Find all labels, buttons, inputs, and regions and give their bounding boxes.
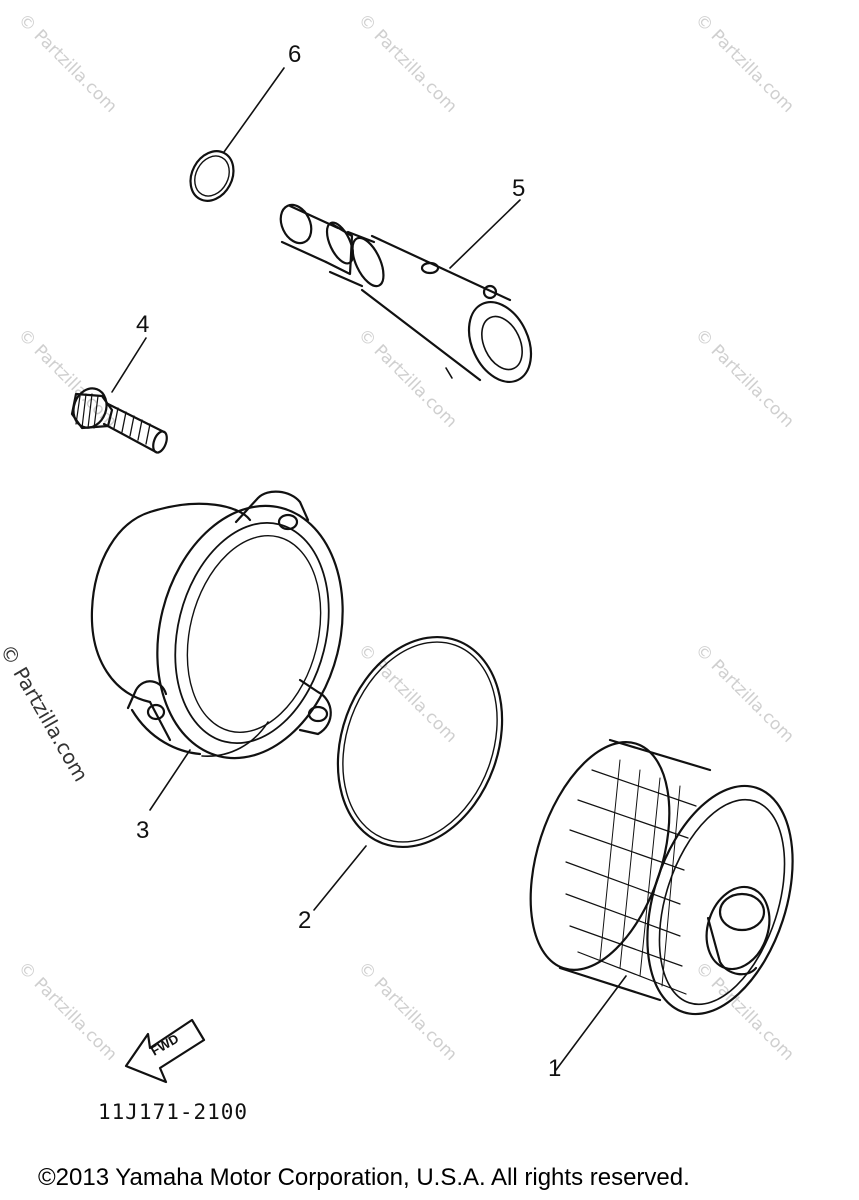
callout-2: 2 — [298, 907, 311, 934]
o-ring-large — [336, 635, 504, 849]
leader-line-4 — [111, 337, 147, 393]
copyright-notice: ©2013 Yamaha Motor Corporation, U.S.A. A… — [38, 1164, 690, 1191]
callout-3: 3 — [136, 817, 149, 844]
part-code: 11J171-2100 — [98, 1100, 249, 1124]
leader-line-3 — [149, 749, 191, 811]
forward-arrow-icon — [124, 1018, 206, 1084]
fwd-label: FWD — [148, 1031, 181, 1059]
callout-4: 4 — [136, 311, 149, 338]
leader-line-5 — [449, 199, 521, 269]
leader-line-2 — [313, 845, 367, 911]
oil-pipe — [279, 203, 533, 383]
o-ring-small — [189, 150, 235, 202]
callout-6: 6 — [288, 41, 301, 68]
filter-cover — [90, 490, 344, 760]
callout-5: 5 — [512, 175, 525, 202]
bolt — [70, 387, 168, 454]
callout-1: 1 — [548, 1055, 561, 1082]
leader-line-1 — [555, 975, 627, 1071]
leader-line-6 — [223, 67, 285, 153]
oil-filter-element — [529, 738, 794, 1016]
